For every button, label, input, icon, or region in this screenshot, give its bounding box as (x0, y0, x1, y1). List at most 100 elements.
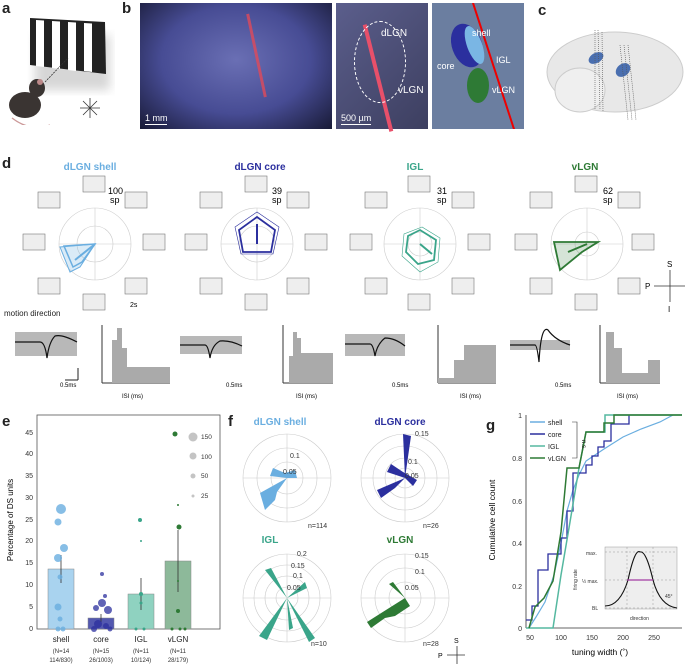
panel-label-d: d (2, 155, 12, 172)
svg-text:0.8: 0.8 (512, 456, 522, 463)
svg-text:sp: sp (272, 195, 282, 205)
svg-text:0: 0 (29, 626, 33, 633)
svg-text:250: 250 (648, 635, 660, 642)
svg-text:20: 20 (25, 538, 33, 545)
svg-text:sp: sp (437, 195, 447, 205)
svg-text:(N=15: (N=15 (93, 649, 110, 655)
svg-text:0.5ms: 0.5ms (392, 383, 408, 389)
svg-text:0.1: 0.1 (293, 573, 303, 580)
svg-text:0.15: 0.15 (415, 553, 429, 560)
label-vlgn: vLGN (398, 85, 424, 96)
svg-text:BL: BL (592, 606, 598, 612)
lgn-zoom-image: dLGN vLGN 500 µm (336, 3, 428, 132)
svg-text:1: 1 (518, 413, 522, 420)
svg-text:26/1003): 26/1003) (89, 658, 113, 664)
scale-bar-500um: 500 µm (341, 113, 372, 123)
svg-text:0.1: 0.1 (290, 453, 300, 460)
polar-plot-core: 39 sp (184, 175, 328, 311)
svg-text:I: I (668, 305, 670, 314)
svg-text:Cumulative cell count: Cumulative cell count (487, 479, 497, 560)
d-title-shell: dLGN shell (63, 162, 117, 173)
svg-text:0.15: 0.15 (415, 431, 429, 438)
isi-hist-shell: ISI (ms) (101, 325, 170, 400)
motion-direction-label: motion direction (4, 309, 61, 318)
label-dlgn: dLGN (381, 28, 408, 39)
svg-text:114/830): 114/830) (49, 658, 72, 664)
label-core: core (437, 61, 455, 71)
svg-text:n=10: n=10 (311, 641, 327, 648)
svg-text:IGL: IGL (135, 635, 148, 644)
svg-text:0.05: 0.05 (405, 473, 419, 480)
d-scale-igl: 31 (437, 186, 447, 196)
panel-label-f: f (228, 413, 233, 430)
svg-text:Percentage of DS units: Percentage of DS units (6, 479, 15, 561)
svg-text:0.6: 0.6 (512, 499, 522, 506)
atlas-overlay-image: shell core IGL vLGN (432, 3, 524, 129)
svg-text:200: 200 (617, 635, 629, 642)
svg-text:S: S (454, 638, 459, 645)
isi-hist-vlgn: ISI (ms) (599, 325, 660, 400)
isi-hist-igl: ISI (ms) (437, 325, 496, 400)
svg-text:sp: sp (110, 195, 120, 205)
panel-label-g: g (486, 417, 496, 434)
svg-text:n=28: n=28 (423, 641, 439, 648)
label-igl: IGL (496, 55, 511, 65)
3d-brain-render (546, 29, 684, 121)
f-orientation-compass-icon (447, 646, 465, 664)
svg-text:0.05: 0.05 (283, 469, 297, 476)
svg-text:0.5ms: 0.5ms (60, 383, 76, 389)
direction-star-icon (80, 98, 100, 118)
label-vlgn-atlas: vLGN (492, 85, 516, 95)
svg-text:35: 35 (25, 473, 33, 480)
svg-text:25: 25 (25, 517, 33, 524)
svg-text:(N=14: (N=14 (53, 649, 70, 655)
svg-text:sp: sp (603, 195, 613, 205)
waveform-isi-row: 0.5ms ISI (ms) 0.5ms ISI (ms) 0.5ms ISI … (15, 325, 660, 400)
svg-text:ISI (ms): ISI (ms) (122, 394, 143, 400)
d-title-vlgn: vLGN (571, 162, 599, 173)
svg-text:100: 100 (555, 635, 567, 642)
svg-text:25: 25 (201, 493, 209, 500)
svg-text:max.: max. (586, 551, 597, 557)
svg-text:45: 45 (25, 430, 33, 437)
waveform-shell: 0.5ms (15, 332, 79, 389)
svg-text:0.1: 0.1 (408, 459, 418, 466)
svg-text:0.1: 0.1 (415, 569, 425, 576)
svg-text:shell: shell (53, 635, 70, 644)
svg-text:40: 40 (25, 451, 33, 458)
svg-text:firing rate: firing rate (573, 569, 579, 590)
svg-text:n=26: n=26 (423, 523, 439, 530)
svg-text:(N=11: (N=11 (170, 649, 187, 655)
svg-text:0.05: 0.05 (405, 585, 419, 592)
svg-text:100: 100 (201, 454, 212, 461)
svg-text:15: 15 (25, 560, 33, 567)
svg-text:vLGN: vLGN (168, 635, 189, 644)
svg-text:150: 150 (201, 434, 212, 441)
polar-plot-igl: 31 sp (349, 175, 491, 311)
svg-text:shell: shell (548, 420, 563, 427)
svg-text:50: 50 (526, 635, 534, 642)
panel-label-b: b (122, 0, 132, 17)
panel-label-e: e (2, 413, 11, 430)
svg-text:core: core (93, 635, 109, 644)
scale-bar-1mm: 1 mm (145, 113, 168, 123)
isi-hist-core: ISI (ms) (282, 325, 333, 400)
svg-text:P: P (438, 653, 443, 660)
mouse-stimulus-illustration (9, 18, 110, 125)
orientation-compass-icon (654, 270, 685, 302)
label-shell: shell (472, 28, 491, 38)
svg-text:S: S (667, 260, 672, 269)
svg-text:0.4: 0.4 (512, 541, 522, 548)
waveform-igl: 0.5ms (345, 334, 408, 389)
svg-text:0.05: 0.05 (287, 585, 301, 592)
svg-text:150: 150 (586, 635, 598, 642)
waveform-core: 0.5ms (180, 336, 242, 389)
svg-text:tuning width (˚): tuning width (˚) (572, 647, 628, 657)
svg-text:0.5ms: 0.5ms (226, 383, 242, 389)
svg-text:n.s.: n.s. (580, 440, 586, 450)
svg-text:ISI (ms): ISI (ms) (617, 394, 638, 400)
f-title-igl: IGL (261, 535, 279, 546)
svg-text:vLGN: vLGN (548, 456, 566, 463)
svg-text:0: 0 (518, 626, 522, 633)
svg-text:direction: direction (630, 616, 649, 622)
